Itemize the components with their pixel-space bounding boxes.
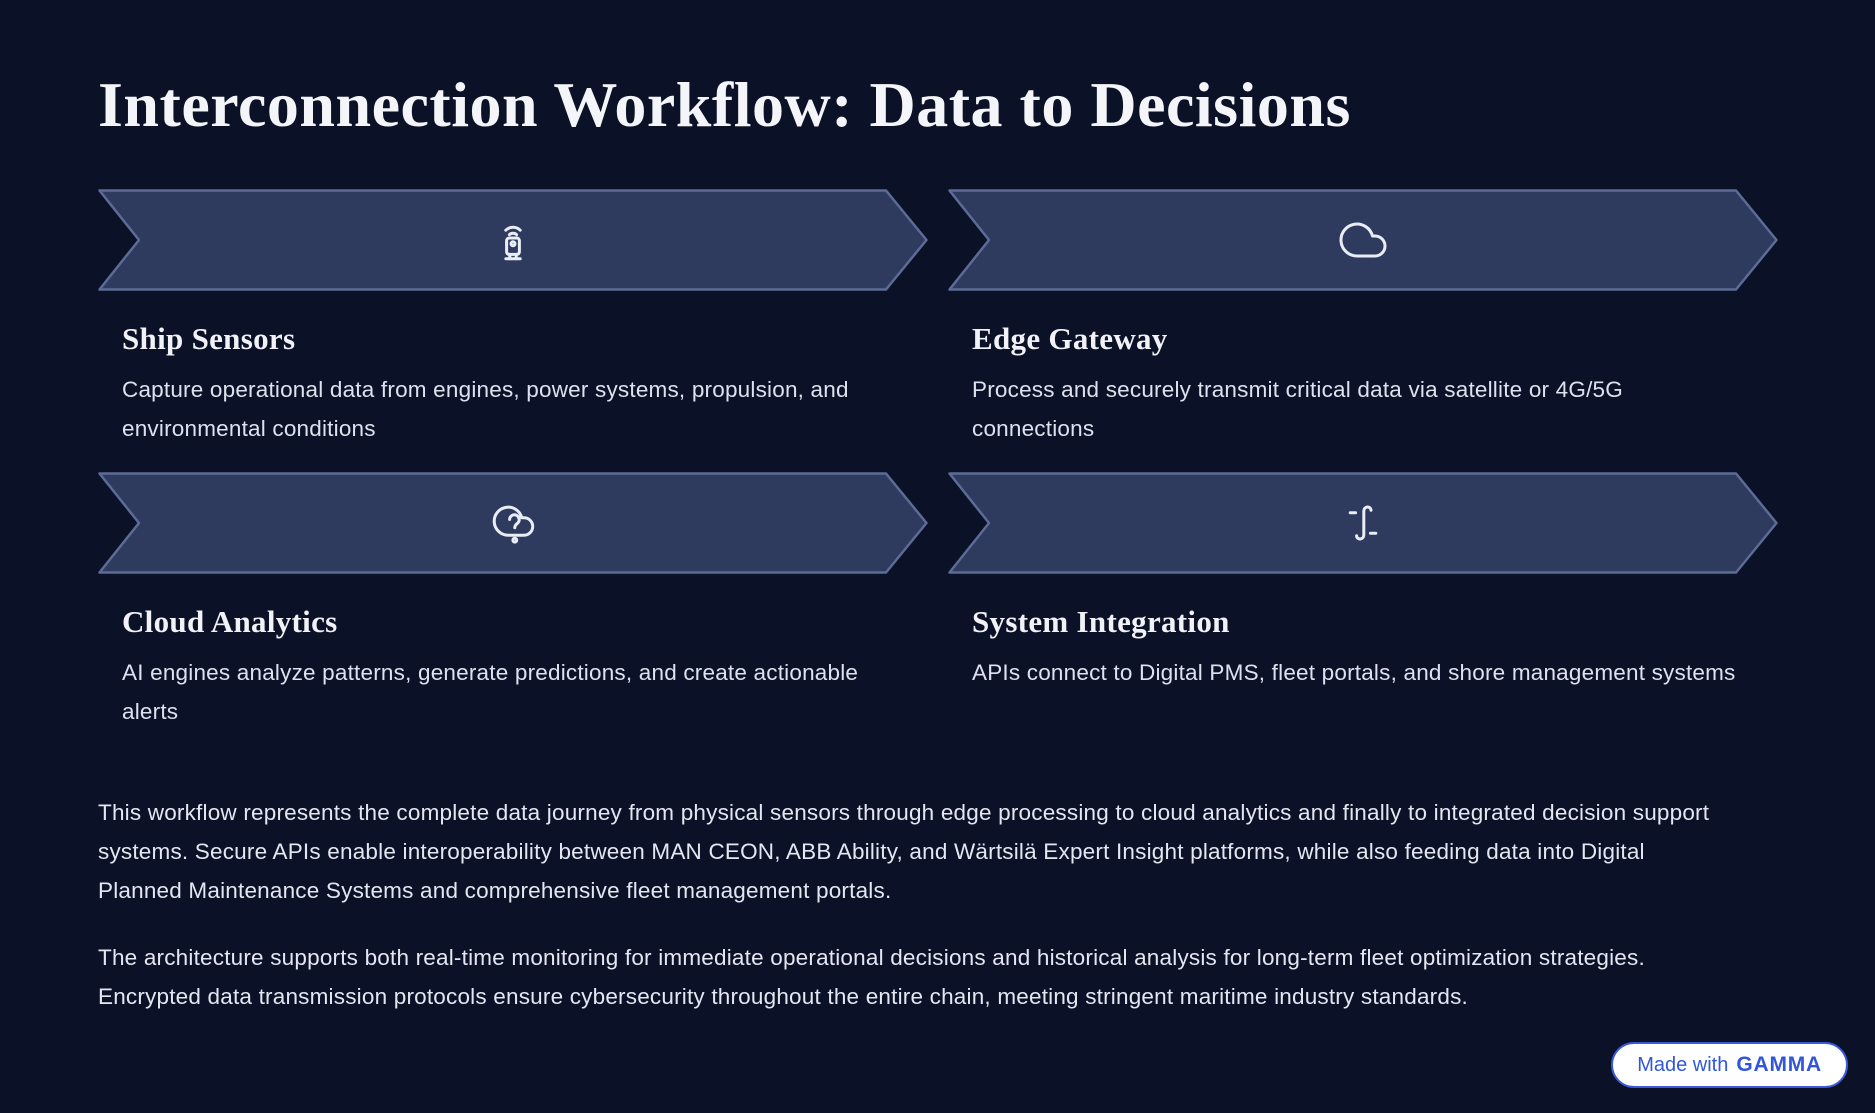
step-description: AI engines analyze patterns, generate pr…: [122, 660, 859, 725]
integral-icon: [1339, 499, 1387, 547]
step-title: Edge Gateway: [972, 321, 1168, 357]
made-with-gamma-badge[interactable]: Made with GAMMA: [1611, 1042, 1848, 1088]
badge-prefix: Made with: [1637, 1053, 1729, 1076]
arrow-banner-shape: [98, 189, 928, 291]
arrow-banner: [948, 472, 1778, 574]
gamma-logo: GAMMA: [1736, 1053, 1822, 1076]
cloud-question-icon: [489, 499, 537, 547]
step-description: APIs connect to Digital PMS, fleet porta…: [972, 660, 1736, 686]
page-title: Interconnection Workflow: Data to Decisi…: [98, 69, 1351, 140]
cloud-icon: [1339, 216, 1387, 264]
arrow-banner: [98, 472, 928, 574]
body-paragraph: This workflow represents the complete da…: [98, 800, 1710, 904]
workflow-step-edge-gateway: Edge Gateway Process and securely transm…: [948, 189, 1778, 448]
step-title: System Integration: [972, 604, 1230, 640]
step-title: Cloud Analytics: [122, 604, 338, 640]
iot-sensor-icon: [489, 216, 537, 264]
body-paragraph: The architecture supports both real-time…: [98, 945, 1645, 1010]
workflow-step-ship-sensors: Ship Sensors Capture operational data fr…: [98, 189, 928, 448]
arrow-banner-shape: [98, 472, 928, 574]
arrow-banner: [948, 189, 1778, 291]
step-description: Capture operational data from engines, p…: [122, 377, 849, 442]
arrow-banner: [98, 189, 928, 291]
step-description: Process and securely transmit critical d…: [972, 377, 1623, 442]
workflow-grid: Ship Sensors Capture operational data fr…: [98, 189, 1778, 731]
arrow-banner-shape: [948, 189, 1778, 291]
workflow-step-cloud-analytics: Cloud Analytics AI engines analyze patte…: [98, 472, 928, 731]
step-title: Ship Sensors: [122, 321, 296, 357]
workflow-step-system-integration: System Integration APIs connect to Digit…: [948, 472, 1778, 731]
